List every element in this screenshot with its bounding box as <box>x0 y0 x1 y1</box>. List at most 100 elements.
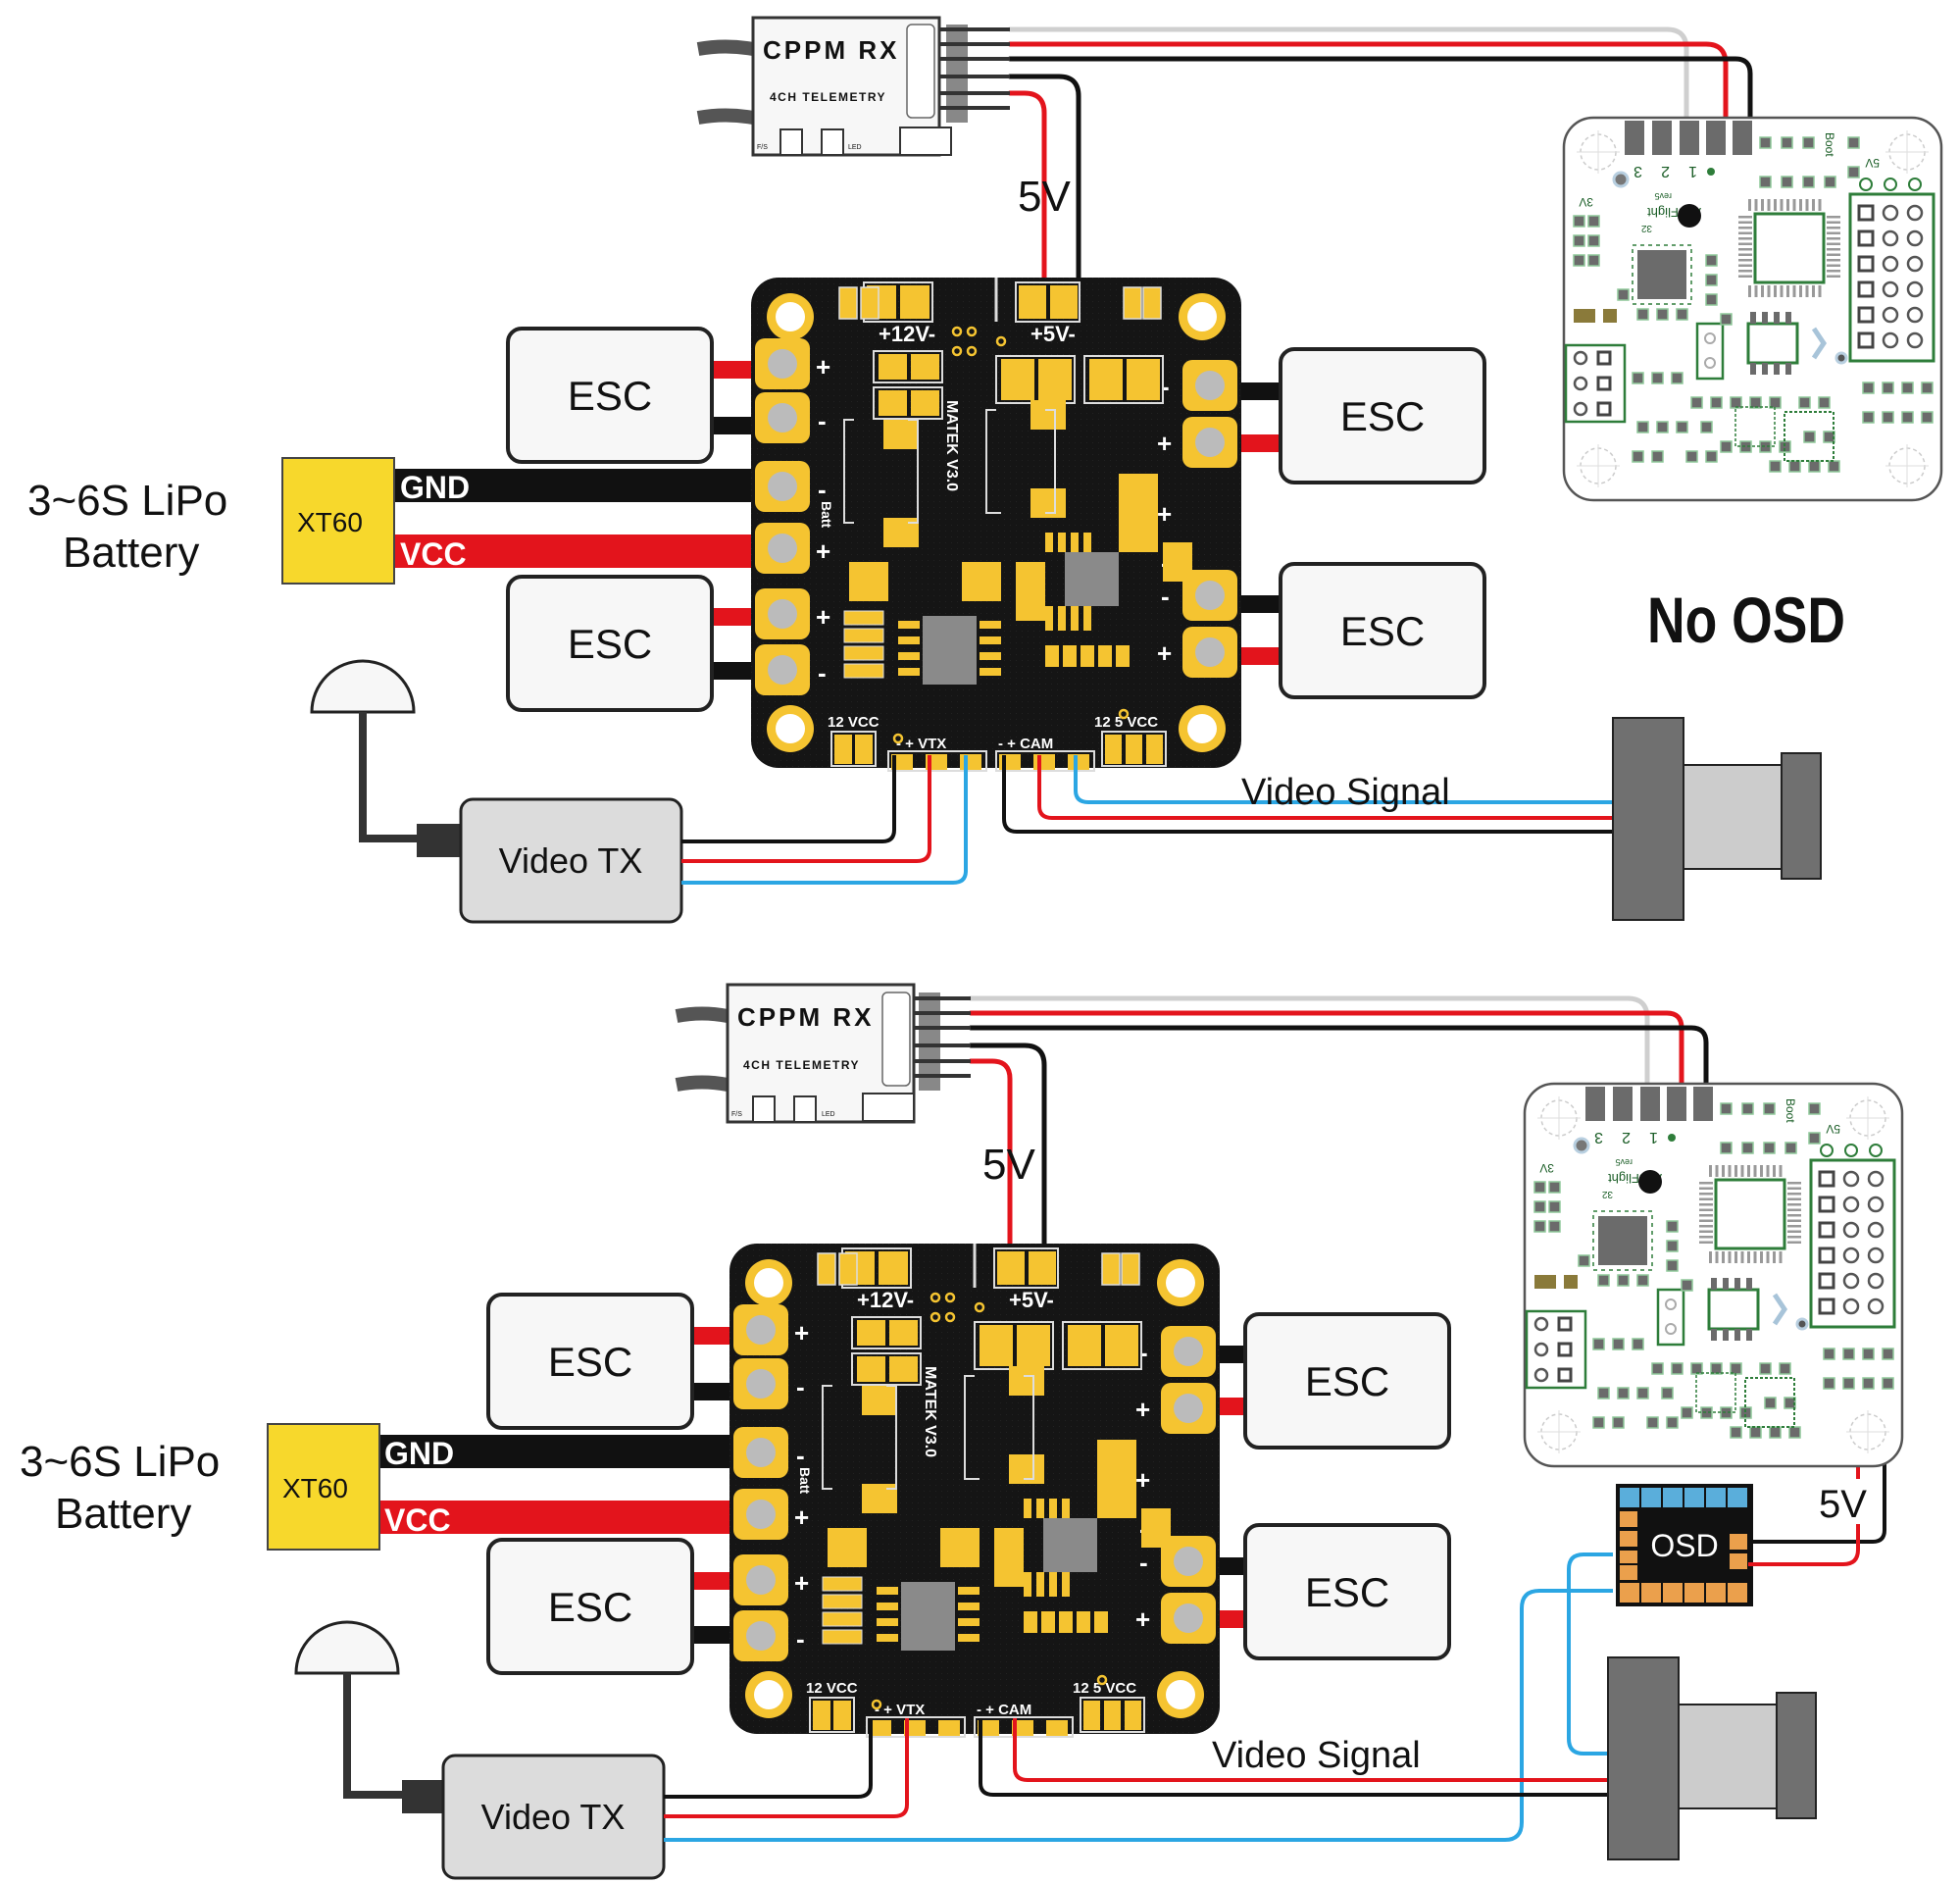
header-round-pin <box>1842 1298 1860 1315</box>
solder-joint <box>768 534 797 563</box>
mcu-pin <box>1740 1165 1744 1177</box>
silkscreen-polarity: - <box>1139 1338 1148 1367</box>
fc-pin-label: 1 <box>1649 1129 1658 1145</box>
rx-power-label: 5V <box>982 1141 1035 1189</box>
rx-to-fc-wires <box>968 995 1709 1248</box>
smd-pad <box>1119 513 1158 552</box>
silkscreen-bracket <box>964 1375 1034 1480</box>
pad <box>980 1325 1013 1366</box>
smd-cap <box>838 286 858 320</box>
smd-resistor <box>1041 1611 1055 1633</box>
smd-component <box>1741 1102 1754 1115</box>
smd-component <box>1548 1181 1561 1194</box>
fc-io-header <box>1848 192 1935 363</box>
mount-hole <box>754 1268 783 1298</box>
pad <box>1089 359 1123 400</box>
label-5v: +5V- <box>1009 1288 1054 1312</box>
battery-label-line1: 3~6S LiPo <box>20 1438 220 1486</box>
pad <box>1105 735 1122 764</box>
regulator-chip <box>901 1582 955 1651</box>
fc-buzzer <box>1638 1170 1662 1194</box>
smd-resistor <box>843 610 884 626</box>
header-round-pin <box>1882 306 1899 324</box>
chip-pin <box>1071 606 1079 631</box>
connector-12vcc <box>809 1697 855 1733</box>
mount-hole <box>1187 302 1217 331</box>
mcu-pin <box>1827 216 1840 219</box>
mcu-pin <box>1827 231 1840 234</box>
chip-pin <box>1058 606 1066 631</box>
mcu-pin <box>1748 199 1751 211</box>
smd-component <box>1666 1220 1679 1233</box>
pin <box>1573 350 1588 366</box>
mcu-pin <box>1787 1225 1801 1228</box>
smd-component <box>1636 1274 1649 1287</box>
mcu-pin <box>1738 248 1752 251</box>
smd-outline <box>1083 355 1164 404</box>
flash-pin <box>1762 312 1768 324</box>
mcu-pin <box>1734 1165 1737 1177</box>
smd-component <box>1533 1200 1546 1213</box>
esc-rear-left: ESC <box>506 575 714 712</box>
smd-pad <box>1009 1366 1044 1396</box>
osd-label: OSD <box>1650 1528 1718 1563</box>
smd-component <box>1824 176 1836 188</box>
rx-subtitle: 4CH TELEMETRY <box>770 90 886 104</box>
smd-cap <box>1121 1252 1140 1286</box>
mcu-pin <box>1722 1165 1725 1177</box>
chip-pin <box>980 621 1001 629</box>
camera-wires <box>1002 755 1618 834</box>
chip-pin <box>1049 1572 1057 1597</box>
smd-resistor <box>1116 645 1130 667</box>
crystal <box>1574 309 1595 323</box>
smd-component <box>1781 176 1793 188</box>
header-pad <box>1625 121 1644 155</box>
fc-32: 32 <box>1640 223 1652 233</box>
camera-wires <box>979 1552 1613 1797</box>
smd-component <box>1749 396 1762 409</box>
flash-pin <box>1711 1278 1717 1290</box>
mcu-pin <box>1773 1165 1776 1177</box>
smd-component <box>1548 1200 1561 1213</box>
esc-label: ESC <box>1305 1569 1389 1615</box>
battery-label-line1: 3~6S LiPo <box>27 477 227 525</box>
pad <box>891 754 913 770</box>
fc-led <box>1573 1137 1590 1154</box>
pad <box>900 285 930 319</box>
header-symbol <box>1859 178 1873 191</box>
smd-component <box>1671 1362 1684 1375</box>
solder-joint <box>1174 1337 1203 1366</box>
smd-component <box>1592 1416 1605 1429</box>
smd-component <box>1656 421 1669 433</box>
mcu-pin <box>1748 285 1751 297</box>
smd-component <box>1882 1348 1894 1360</box>
fc-arrow-icon <box>1772 1293 1788 1326</box>
silkscreen-polarity: + <box>1135 1395 1150 1424</box>
fc-rev: rev5 <box>1615 1157 1633 1167</box>
header-square-pin <box>1857 331 1875 349</box>
solder-joint <box>1174 1603 1203 1633</box>
mcu-pin <box>1715 1165 1719 1177</box>
mcu-pin <box>1709 1165 1712 1177</box>
smd-resistor <box>1045 645 1059 667</box>
via <box>892 733 904 744</box>
mcu-pin <box>1818 199 1822 211</box>
smd-component <box>1720 440 1733 453</box>
esc-label: ESC <box>568 621 652 667</box>
mcu-pin <box>1760 1251 1763 1263</box>
chip-pin <box>1062 1499 1070 1518</box>
smd-resistor <box>843 663 884 679</box>
header-round-pin <box>1882 204 1899 222</box>
mcu-pin <box>1738 216 1752 219</box>
solder-joint <box>1195 428 1225 457</box>
gnd-wire <box>377 1435 765 1468</box>
smd-component <box>1597 1387 1610 1400</box>
smd-pad <box>1097 1440 1136 1479</box>
connector-vtx <box>887 750 987 772</box>
smd-component <box>1710 396 1723 409</box>
label-125vcc: 12 5 VCC <box>1073 1680 1136 1697</box>
pin <box>1557 1367 1573 1383</box>
fc-5v-label: 5V <box>1865 156 1880 170</box>
smd-component <box>1705 450 1718 463</box>
